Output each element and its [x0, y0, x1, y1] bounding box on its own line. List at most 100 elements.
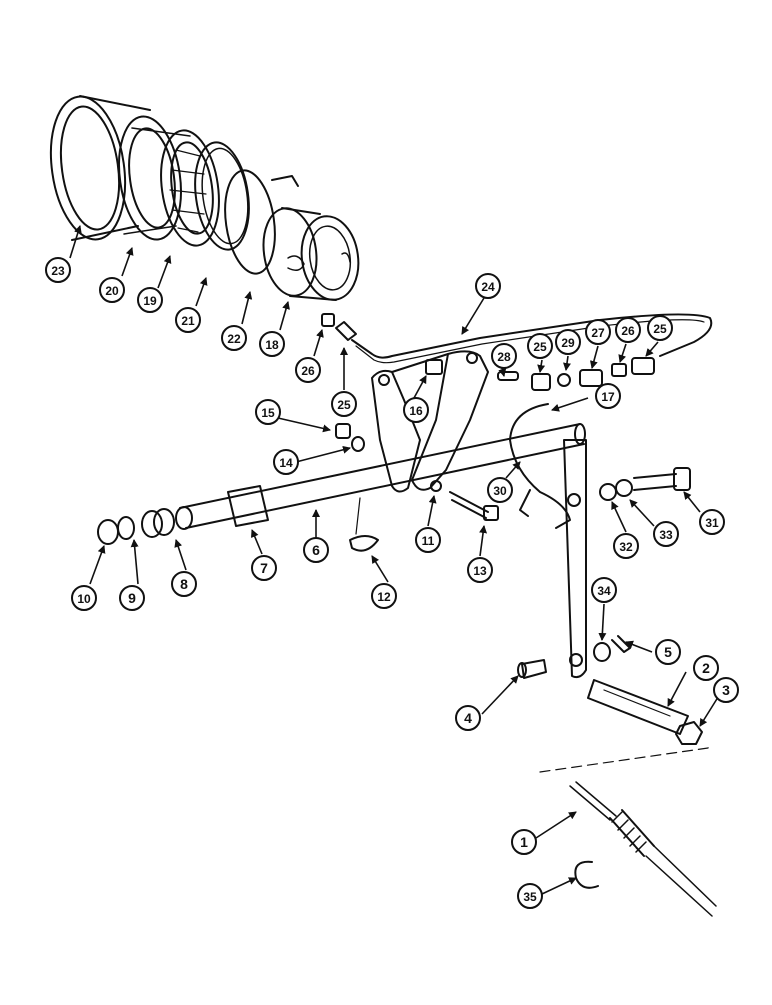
washer-9	[117, 516, 135, 540]
nut-15	[335, 423, 351, 439]
callout-circle	[467, 557, 493, 583]
callout-6: 6	[303, 537, 329, 563]
callout-circle	[491, 343, 517, 369]
callout-number: 4	[464, 710, 472, 726]
clutch-lever-17	[563, 439, 587, 679]
callout-number: 22	[227, 332, 241, 346]
snap-ring-21	[194, 141, 250, 251]
spring-clip-22	[224, 169, 299, 275]
snap-ring-10	[97, 519, 119, 545]
callout-number: 25	[533, 340, 547, 354]
callout-number: 26	[621, 324, 635, 338]
callout-1: 1	[511, 829, 537, 855]
clevis-pin-4	[517, 659, 547, 679]
callout-35: 35	[517, 883, 543, 909]
callout-circle	[647, 315, 673, 341]
callout-number: 25	[337, 398, 351, 412]
callout-circle	[693, 655, 719, 681]
callout-31: 31	[699, 509, 725, 535]
callout-number: 5	[664, 644, 672, 660]
callout-number: 27	[591, 326, 605, 340]
callout-number: 13	[473, 564, 487, 578]
callout-circle	[613, 533, 639, 559]
callout-number: 14	[279, 456, 293, 470]
callout-25c: 25	[647, 315, 673, 341]
callout-7: 7	[251, 555, 277, 581]
callout-19: 19	[137, 287, 163, 313]
callout-17: 17	[595, 383, 621, 409]
callout-4: 4	[455, 705, 481, 731]
callout-12: 12	[371, 583, 397, 609]
callout-27: 27	[585, 319, 611, 345]
washer-14	[351, 436, 365, 452]
callout-number: 30	[493, 484, 507, 498]
callout-26a: 26	[295, 357, 321, 383]
callout-number: 31	[705, 516, 719, 530]
callout-number: 19	[143, 294, 157, 308]
callout-10: 10	[71, 585, 97, 611]
bearing-housing-23	[49, 95, 151, 241]
callout-22: 22	[221, 325, 247, 351]
callout-circle	[403, 397, 429, 423]
callout-number: 25	[653, 322, 667, 336]
callout-21: 21	[175, 307, 201, 333]
callout-circle	[475, 273, 501, 299]
callout-circle	[171, 571, 197, 597]
callout-number: 10	[77, 592, 91, 606]
callout-circle	[527, 333, 553, 359]
callout-number: 24	[481, 280, 495, 294]
callout-circle	[303, 537, 329, 563]
callout-2: 2	[693, 655, 719, 681]
callout-number: 23	[51, 264, 65, 278]
release-sleeve-18	[262, 207, 360, 301]
callout-26b: 26	[615, 317, 641, 343]
callout-circle	[295, 357, 321, 383]
callout-number: 16	[409, 404, 423, 418]
callout-circle	[699, 509, 725, 535]
bearing-race-20	[118, 115, 191, 241]
callout-circle	[517, 883, 543, 909]
leader-lines	[69, 225, 721, 895]
callout-15: 15	[255, 399, 281, 425]
callout-number: 34	[597, 584, 611, 598]
callout-circle	[99, 277, 125, 303]
callout-circle	[71, 585, 97, 611]
washer-34	[593, 642, 611, 662]
callout-circle	[615, 317, 641, 343]
callout-circle	[119, 585, 145, 611]
cross-shaft-6	[175, 423, 586, 530]
callout-circle	[371, 583, 397, 609]
callout-number: 29	[561, 336, 575, 350]
callout-number: 32	[619, 540, 633, 554]
key-12	[349, 497, 379, 552]
callout-number: 26	[301, 364, 315, 378]
callout-number: 2	[702, 660, 710, 676]
callout-circle	[221, 325, 247, 351]
callout-circle	[591, 577, 617, 603]
callout-16: 16	[403, 397, 429, 423]
callout-number: 21	[181, 314, 195, 328]
callout-circle	[555, 329, 581, 355]
callout-13: 13	[467, 557, 493, 583]
callout-11: 11	[415, 527, 441, 553]
callout-number: 7	[260, 560, 268, 576]
bushing-8	[141, 508, 175, 538]
callout-3: 3	[713, 677, 739, 703]
callout-circle	[655, 639, 681, 665]
grease-fitting-25-left	[335, 321, 357, 341]
callout-24: 24	[475, 273, 501, 299]
fittings-row-right	[497, 357, 655, 391]
clip-35	[574, 860, 599, 889]
callout-number: 28	[497, 350, 511, 364]
callout-circle	[415, 527, 441, 553]
callout-circle	[585, 319, 611, 345]
cable-connection-line	[539, 743, 711, 773]
clevis-2	[587, 679, 689, 735]
callout-29: 29	[555, 329, 581, 355]
callout-number: 20	[105, 284, 119, 298]
grease-fitting-26-left	[321, 313, 335, 327]
lock-washer-33	[615, 479, 633, 497]
callout-5: 5	[655, 639, 681, 665]
callout-number: 8	[180, 576, 188, 592]
